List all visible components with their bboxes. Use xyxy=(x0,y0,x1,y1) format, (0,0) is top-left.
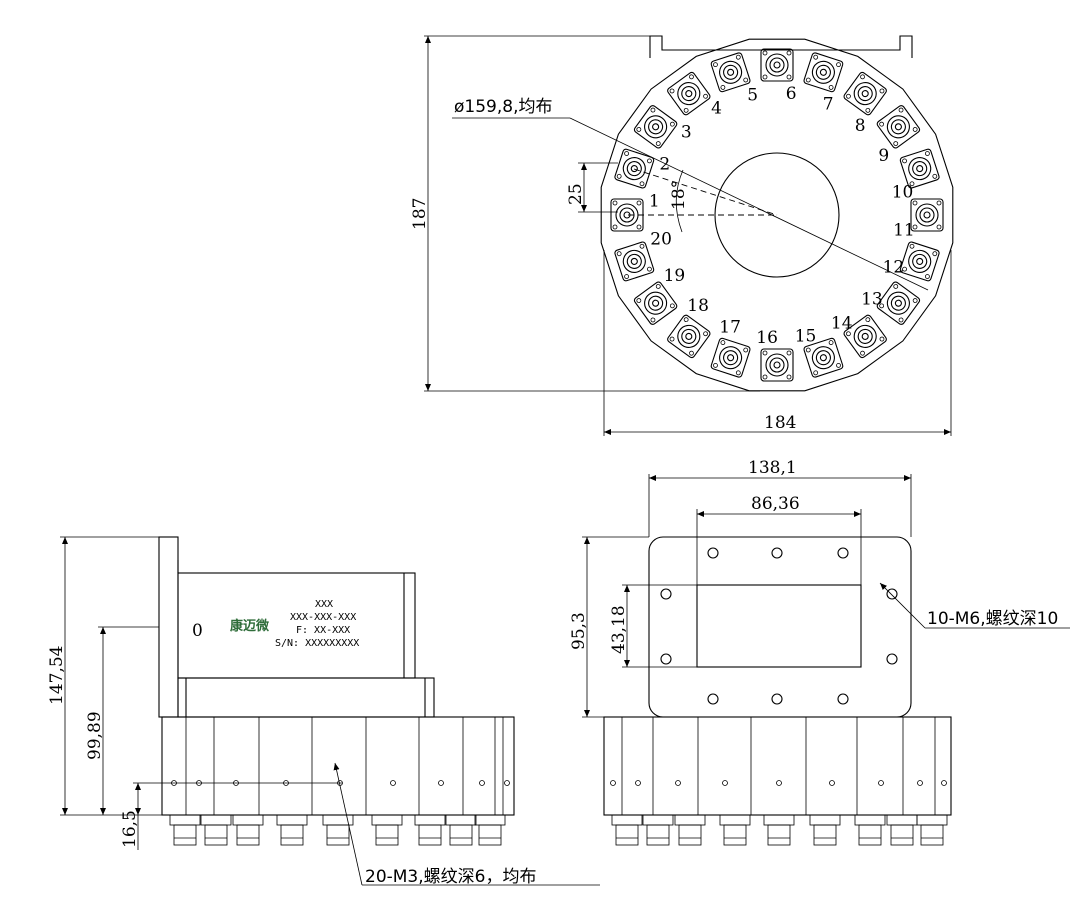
sma-connector xyxy=(803,52,844,93)
sma-connector xyxy=(876,105,921,149)
waveguide-opening xyxy=(696,584,862,668)
port-label: 15 xyxy=(795,327,817,347)
port-label: 17 xyxy=(719,318,741,338)
port-label: 9 xyxy=(878,146,889,166)
side-base-dividers xyxy=(185,717,504,815)
sma-connector xyxy=(803,337,844,378)
side-connectors xyxy=(169,814,506,846)
front-connectors xyxy=(611,814,948,846)
sma-connector xyxy=(876,281,921,325)
nameplate-line1: XXX xyxy=(315,599,333,610)
side-view: 0 康迈微 XXX XXX-XXX-XXX F: XX-XXX S/N: XXX… xyxy=(47,536,600,887)
port-label: 20 xyxy=(650,230,672,250)
mid-height-text: 99,89 xyxy=(85,711,105,760)
m3-thread-note: 20-M3,螺纹深6，均布 xyxy=(365,867,536,887)
port-label: 11 xyxy=(893,221,915,241)
sma-connector xyxy=(633,281,678,325)
port-label: 12 xyxy=(883,258,905,278)
m6-thread-note: 10-M6,螺纹深10 xyxy=(927,609,1058,629)
port-label: 16 xyxy=(756,328,778,348)
port-label: 7 xyxy=(823,94,834,114)
angle-arc xyxy=(675,169,684,233)
port-label: 18 xyxy=(687,296,709,316)
outer-height-text: 95,3 xyxy=(569,612,589,650)
sma-connector xyxy=(710,52,751,93)
port-label: 8 xyxy=(855,116,866,136)
front-view: 138,1 86,36 95,3 43,18 10-M6,螺纹深10 xyxy=(569,458,1070,846)
sma-connector xyxy=(633,105,678,149)
sma-connector xyxy=(760,48,794,82)
front-base-holes xyxy=(610,780,947,786)
nameplate-line2: XXX-XXX-XXX xyxy=(290,612,356,623)
port-label: 4 xyxy=(711,99,722,119)
front-base-dividers xyxy=(621,717,936,815)
sma-connector xyxy=(843,71,887,116)
port-label: 3 xyxy=(681,122,692,142)
face-label: 0 xyxy=(192,621,203,641)
sma-connector xyxy=(614,241,655,282)
sma-connector xyxy=(614,148,655,189)
center-bore xyxy=(714,152,840,278)
sma-connector xyxy=(710,337,751,378)
port-label: 1 xyxy=(649,191,660,211)
height-dim-text: 187 xyxy=(410,198,430,230)
port-label: 5 xyxy=(747,85,758,105)
m6-leader xyxy=(879,582,926,629)
centerline-port-2 xyxy=(633,168,778,216)
side-base-block xyxy=(161,716,515,816)
mounting-tab xyxy=(649,35,913,58)
total-height-text: 147,54 xyxy=(47,646,67,705)
bolt-circle-leader xyxy=(569,117,929,291)
angle-label: 18° xyxy=(669,180,689,210)
outer-width-text: 138,1 xyxy=(748,458,797,478)
sma-connector xyxy=(910,198,944,232)
inner-width-text: 86,36 xyxy=(751,494,800,514)
brand-logo-text: 康迈微 xyxy=(230,618,270,634)
port-label: 14 xyxy=(831,313,853,333)
sma-connector xyxy=(667,71,711,116)
side-step-body xyxy=(177,677,435,718)
sma-connector xyxy=(760,348,794,382)
nameplate-line4: S/N: XXXXXXXXX xyxy=(275,638,359,649)
width-dim-text: 184 xyxy=(764,413,796,433)
sma-connector xyxy=(899,241,940,282)
bolt-circle-note: ø159,8,均布 xyxy=(454,97,552,117)
m6-holes xyxy=(660,547,898,705)
port-label: 6 xyxy=(786,84,797,104)
sma-connector xyxy=(843,314,887,359)
front-base-block xyxy=(603,716,952,816)
port-label: 10 xyxy=(892,182,914,202)
port-label: 13 xyxy=(861,290,883,310)
connector-group xyxy=(610,48,944,382)
offset-label: 25 xyxy=(566,183,586,205)
m3-leader xyxy=(333,762,363,886)
front-flange-plate xyxy=(648,536,912,718)
circular-body-outline xyxy=(600,38,954,392)
low-height-text: 16,5 xyxy=(120,810,140,848)
side-flange xyxy=(158,536,179,718)
port-label: 19 xyxy=(664,266,686,286)
sma-connector xyxy=(667,314,711,359)
port-label: 2 xyxy=(659,154,670,174)
inner-height-text: 43,18 xyxy=(609,605,629,654)
sma-connector xyxy=(899,148,940,189)
nameplate-line3: F: XX-XXX xyxy=(296,625,350,636)
